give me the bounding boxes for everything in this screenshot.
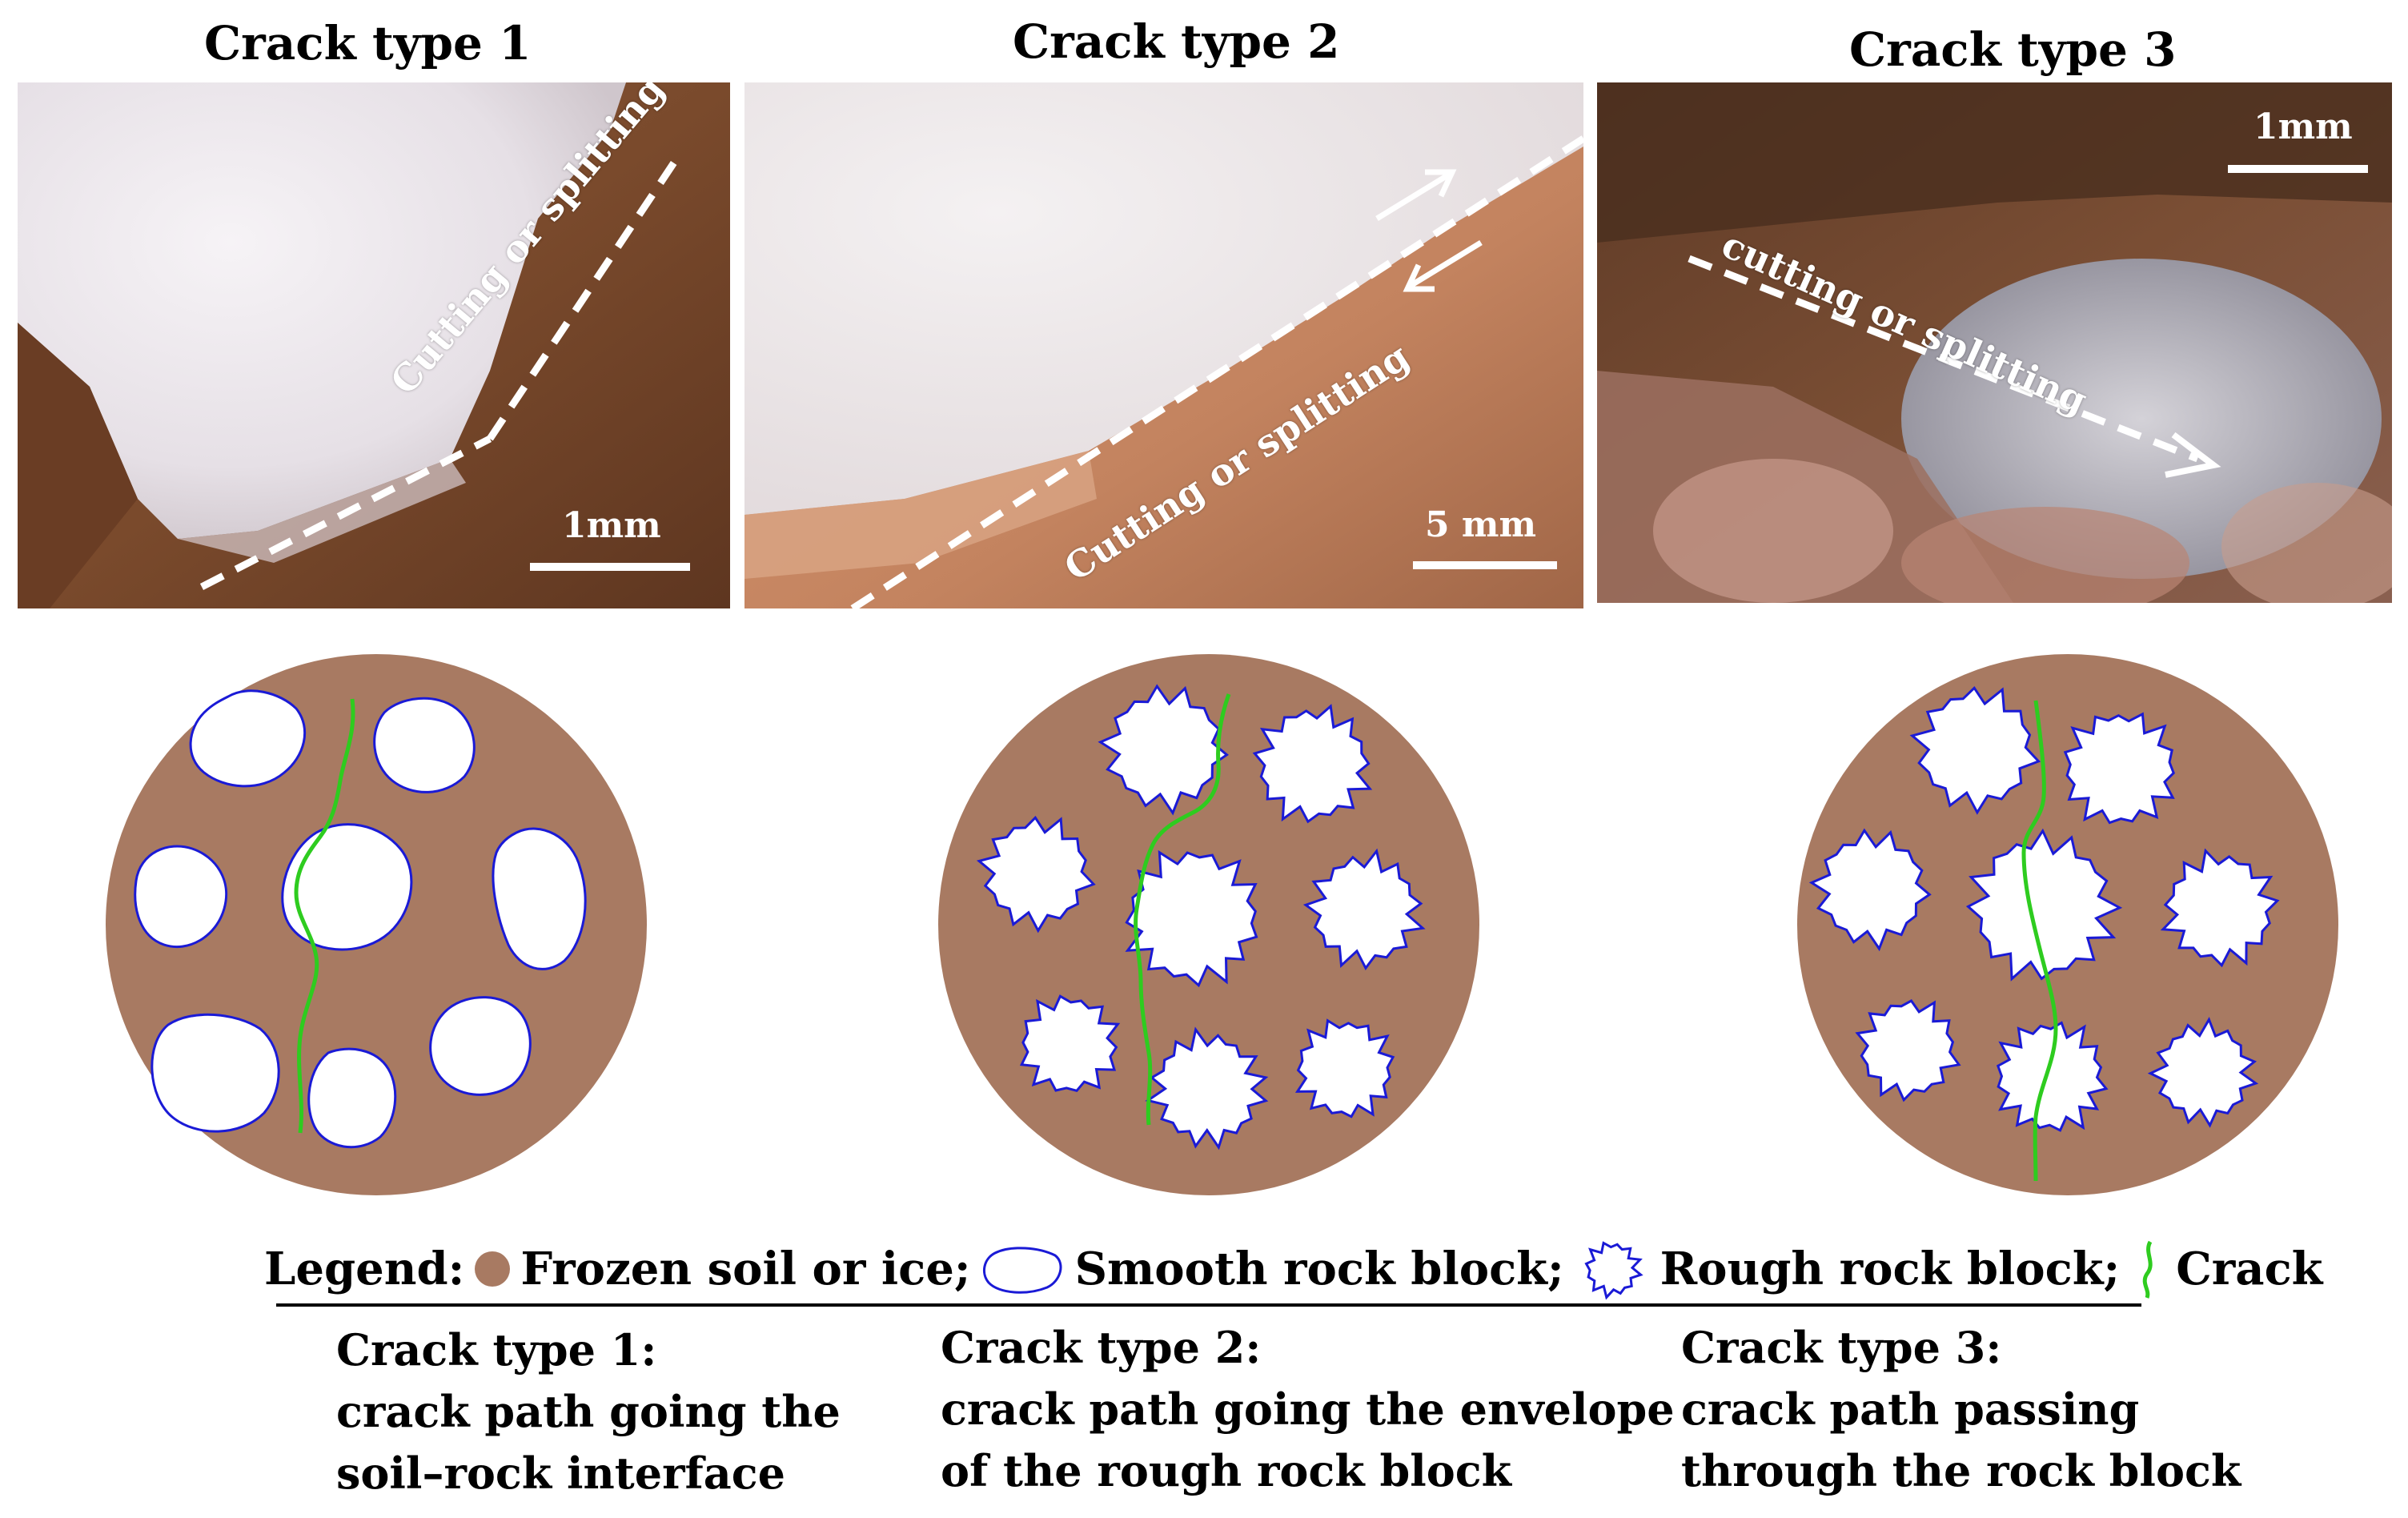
rough-rock-block: [1996, 1021, 2109, 1132]
panel-2-photo: Cutting or splitting 5 mm: [744, 82, 1583, 608]
legend-label: Legend:: [264, 1243, 465, 1295]
smooth-rock-block: [281, 823, 413, 951]
rough-rock-block: [1909, 685, 2041, 815]
rough-rock-block: [1252, 704, 1373, 824]
rough-rock-block: [1098, 684, 1229, 816]
rough-rock-block: [1019, 994, 1121, 1092]
legend-rough-block: Rough rock block;: [1660, 1243, 2121, 1295]
legend-divider: [276, 1303, 2141, 1307]
smooth-rock-block: [307, 1047, 397, 1149]
panel-3-description-line-2: through the rock block: [1681, 1445, 2241, 1496]
smooth-rock-block: [189, 689, 307, 788]
panel-3-description: Crack type 3: crack path passing through…: [1681, 1317, 2241, 1502]
rough-rock-block: [1965, 828, 2123, 982]
panel-1-scale-bar: [530, 563, 690, 571]
panel-3-description-line-1: crack path passing: [1681, 1383, 2140, 1435]
panel-1-description: Crack type 1: crack path going the soil–…: [336, 1319, 841, 1504]
smooth-rock-block: [150, 1013, 280, 1133]
rough-rock-block: [1125, 849, 1258, 988]
panel-2-description: Crack type 2: crack path going the envel…: [941, 1317, 1675, 1502]
rough-rock-block: [1302, 848, 1426, 971]
panel-2-title: Crack type 2: [1013, 14, 1340, 69]
rough-rock-block: [1855, 999, 1961, 1102]
diagram-2: [938, 654, 1479, 1195]
panel-2-scale-label: 5 mm: [1425, 504, 1537, 545]
rough-rock-block: [1584, 1241, 1643, 1300]
panel-1-description-line-2: soil–rock interface: [336, 1448, 785, 1499]
legend: Legend: Frozen soil or ice; Smooth rock …: [264, 1237, 2322, 1301]
panel-2-description-heading: Crack type 2:: [941, 1322, 1262, 1373]
panel-2-description-line-2: of the rough rock block: [941, 1445, 1512, 1496]
panel-1-photo: Cutting or splitting 1mm: [18, 82, 730, 608]
legend-frozen-soil: Frozen soil or ice;: [520, 1243, 971, 1295]
smooth-rock-block: [492, 827, 587, 970]
frozen-soil-swatch-icon: [475, 1251, 511, 1287]
diagram-1: [106, 654, 647, 1195]
panel-3-photo: cutting or splitting 1mm: [1597, 82, 2392, 603]
panel-2-description-line-1: crack path going the envelope: [941, 1383, 1675, 1435]
panel-3-scale-bar: [2228, 165, 2368, 173]
panel-1-description-line-1: crack path going the: [336, 1386, 841, 1437]
crack-icon: [2142, 1240, 2153, 1299]
panel-1-scale-label: 1mm: [562, 505, 661, 546]
smooth-rock-block: [429, 996, 532, 1096]
smooth-rock-block-icon: [982, 1247, 1062, 1294]
rough-rock-block: [2160, 848, 2280, 968]
rough-rock-block: [1808, 828, 1932, 952]
rough-rock-block: [1294, 1018, 1395, 1118]
crack-line: [2021, 700, 2058, 1182]
panel-1-title: Crack type 1: [204, 16, 532, 70]
rough-rock-block: [2063, 712, 2175, 825]
crack-line: [1134, 693, 1231, 1126]
smooth-rock-block: [373, 697, 476, 793]
diagram-3: [1797, 654, 2338, 1195]
rough-rock-block-icon: [1584, 1241, 1643, 1300]
rough-rock-block: [2147, 1017, 2259, 1128]
smooth-rock-block: [134, 845, 228, 949]
panel-2-scale-bar: [1413, 561, 1557, 569]
rough-rock-block: [976, 815, 1096, 934]
legend-smooth-block: Smooth rock block;: [1074, 1243, 1564, 1295]
panel-1-description-heading: Crack type 1:: [336, 1324, 657, 1375]
panel-3-scale-label: 1mm: [2253, 106, 2353, 147]
panel-3-description-heading: Crack type 3:: [1681, 1322, 2002, 1373]
panel-3-title: Crack type 3: [1849, 22, 2177, 77]
legend-crack: Crack: [2176, 1243, 2323, 1295]
crack-line: [294, 698, 355, 1134]
